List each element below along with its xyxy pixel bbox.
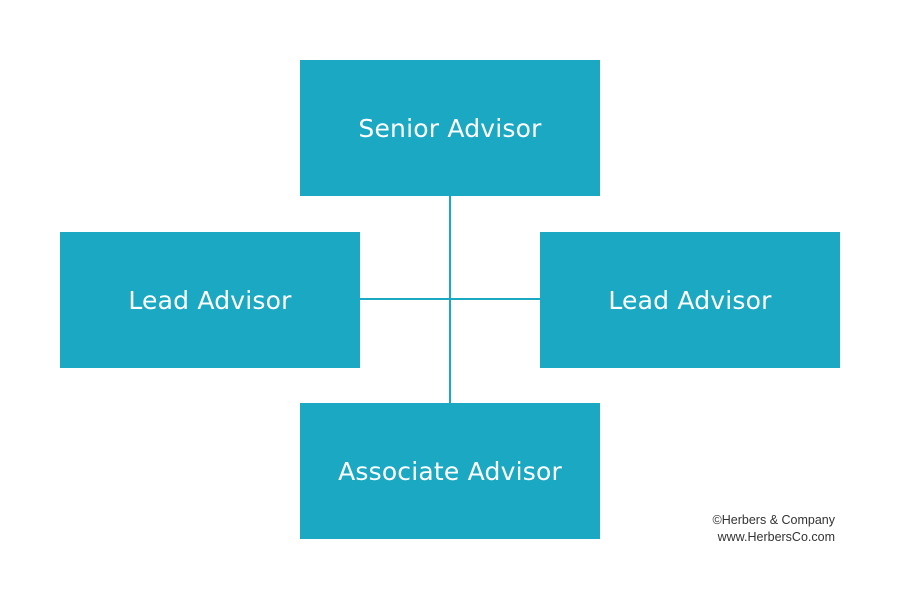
senior-advisor-label: Senior Advisor (358, 113, 542, 143)
senior-advisor-box: Senior Advisor (300, 60, 600, 196)
horizontal-connector-line (360, 298, 540, 300)
website-line: www.HerbersCo.com (717, 530, 835, 544)
associate-advisor-label: Associate Advisor (338, 456, 562, 486)
lead-advisor-right-label: Lead Advisor (608, 285, 772, 315)
lead-advisor-left-label: Lead Advisor (128, 285, 292, 315)
copyright-credit: ©Herbers & Company www.HerbersCo.com (713, 512, 835, 546)
lead-advisor-right-box: Lead Advisor (540, 232, 840, 368)
associate-advisor-box: Associate Advisor (300, 403, 600, 539)
copyright-line: ©Herbers & Company (712, 513, 835, 527)
lead-advisor-left-box: Lead Advisor (60, 232, 360, 368)
